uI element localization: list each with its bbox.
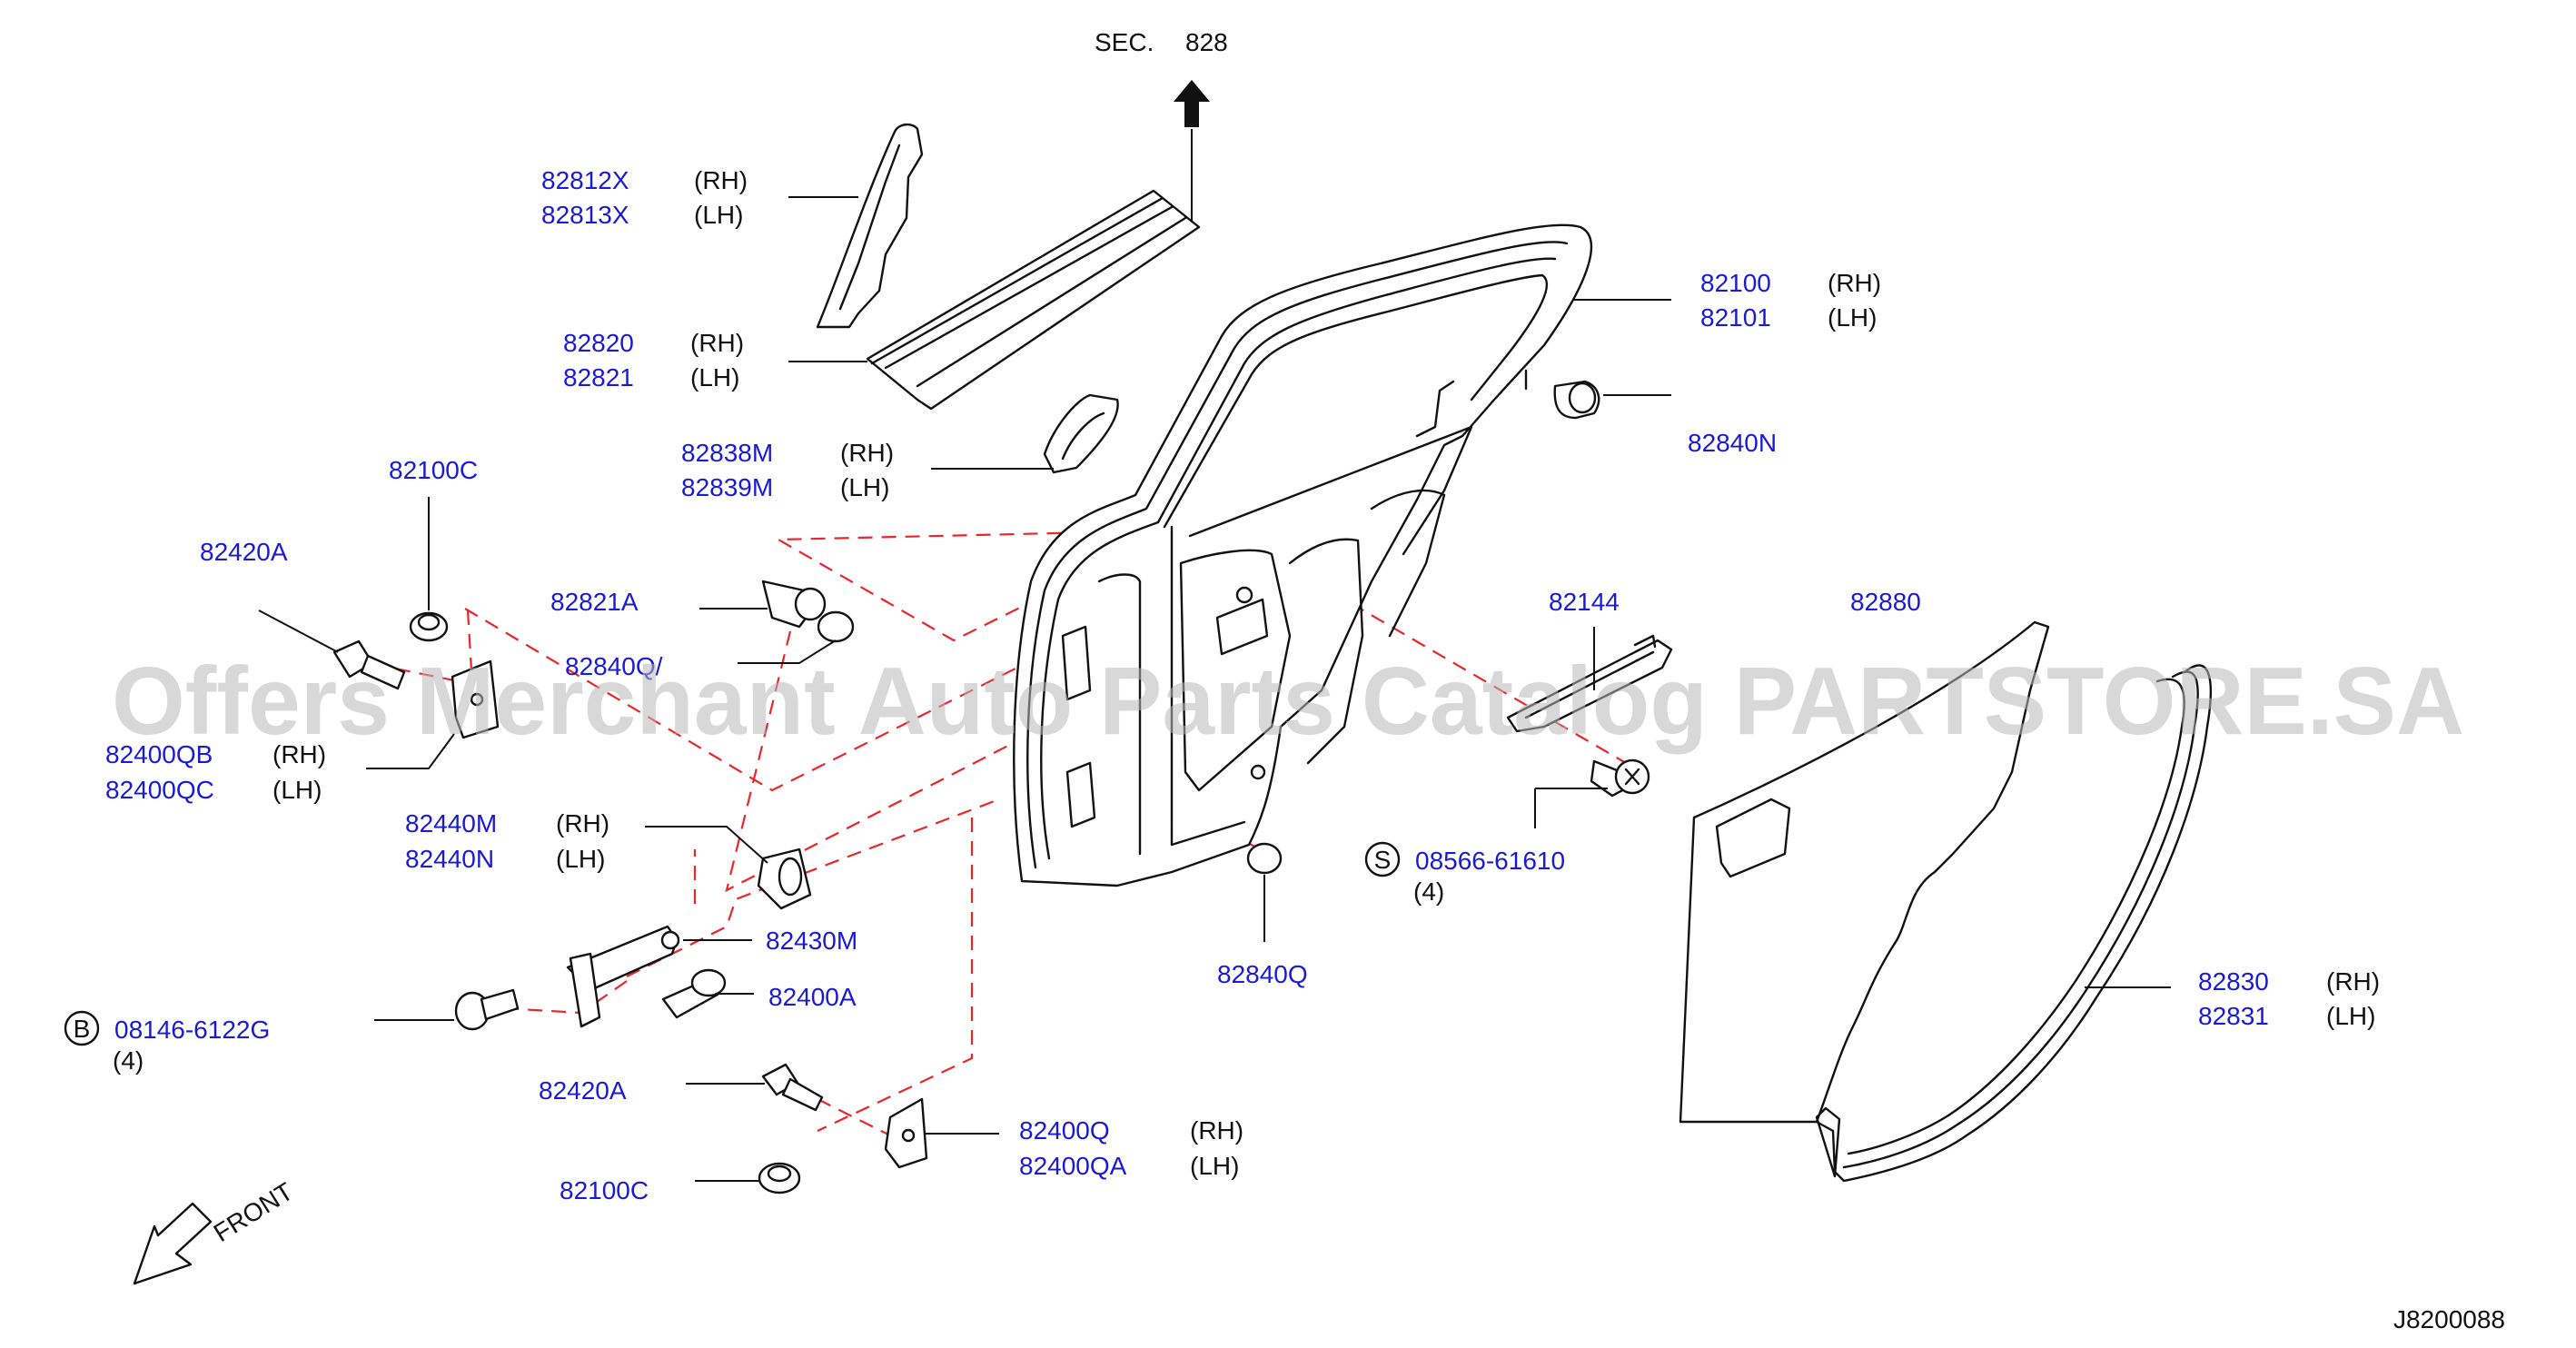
clip-82838m-part[interactable] — [1043, 393, 1119, 474]
bolt-82400a-part[interactable] — [661, 968, 727, 1019]
part-08146[interactable]: 08146-6122G — [114, 1016, 270, 1044]
part-82838m[interactable]: 82838M — [681, 439, 773, 467]
part-82440m[interactable]: 82440M — [405, 809, 497, 838]
channel-82812x-part[interactable] — [816, 123, 924, 329]
part-82430m[interactable]: 82430M — [766, 927, 857, 955]
part-82831[interactable]: 82831 — [2198, 1002, 2269, 1030]
circle-code-s: S — [1364, 841, 1401, 877]
part-82840q-bottom[interactable]: 82840Q — [1217, 960, 1308, 988]
part-82400qa[interactable]: 82400QA — [1019, 1152, 1127, 1180]
leader-lines — [258, 196, 2171, 1182]
part-82400a[interactable]: 82400A — [768, 983, 857, 1011]
clip-82821a-part[interactable] — [761, 580, 827, 629]
diagram-id: J8200088 — [2393, 1305, 2505, 1333]
part-82839m[interactable]: 82839M — [681, 473, 773, 501]
side-82400qc: (LH) — [272, 776, 322, 804]
front-label: FRONT — [209, 1177, 298, 1247]
door-shell-82100-part[interactable] — [1013, 223, 1593, 887]
part-82420a-top[interactable]: 82420A — [200, 538, 288, 566]
nut-82100c-bottom-part[interactable] — [758, 1162, 801, 1194]
part-08566[interactable]: 08566-61610 — [1415, 847, 1565, 875]
side-82812x: (RH) — [694, 166, 748, 194]
seal-screen-82880-part[interactable] — [1679, 620, 2050, 1124]
check-link-82430m-part[interactable] — [566, 925, 680, 1028]
qty-08566: (4) — [1413, 877, 1444, 906]
svg-text:S: S — [1374, 846, 1392, 874]
part-82880[interactable]: 82880 — [1850, 588, 1921, 616]
part-82400qb[interactable]: 82400QB — [105, 740, 213, 768]
part-82820[interactable]: 82820 — [563, 329, 634, 357]
hinge-82400qb-part[interactable] — [451, 659, 500, 739]
part-82813x[interactable]: 82813X — [541, 201, 629, 229]
svg-text:B: B — [74, 1015, 91, 1043]
part-82440n[interactable]: 82440N — [405, 845, 494, 873]
side-82400qa: (LH) — [1190, 1152, 1239, 1180]
hinge-82400q-part[interactable] — [884, 1097, 928, 1169]
part-82101[interactable]: 82101 — [1700, 303, 1771, 332]
side-82400qb: (RH) — [272, 740, 326, 768]
watermark: Offers Merchant Auto Parts Catalog PARTS… — [112, 648, 2464, 755]
side-82440n: (LH) — [556, 845, 605, 873]
part-82400q[interactable]: 82400Q — [1019, 1116, 1110, 1145]
side-82101: (LH) — [1828, 303, 1877, 332]
bolt-82420a-bottom-part[interactable] — [761, 1063, 824, 1112]
part-82840q-top[interactable]: 82840Q/ — [565, 652, 663, 680]
part-82100c-bottom[interactable]: 82100C — [560, 1176, 649, 1204]
circle-code-b: B — [64, 1010, 100, 1046]
sec-number[interactable]: 828 — [1185, 28, 1228, 56]
side-82820: (RH) — [690, 329, 744, 357]
bolt-08146-part[interactable] — [454, 988, 520, 1031]
belt-moulding-82820-part[interactable] — [866, 189, 1201, 411]
nut-82100c-top-part[interactable] — [409, 611, 449, 642]
assembly-dash-lines — [349, 530, 1627, 1145]
plug-82840q-top-part[interactable] — [817, 610, 855, 643]
side-82821: (LH) — [690, 363, 739, 392]
sec-prefix: SEC. — [1095, 28, 1154, 56]
part-82144[interactable]: 82144 — [1549, 588, 1620, 616]
plug-82840q-bottom-part[interactable] — [1246, 842, 1283, 875]
qty-08146: (4) — [113, 1046, 144, 1075]
part-82100c-top[interactable]: 82100C — [389, 456, 478, 484]
side-82400q: (RH) — [1190, 1116, 1243, 1145]
front-arrow: FRONT — [133, 1177, 298, 1285]
side-82100: (RH) — [1828, 269, 1881, 297]
side-82813x: (LH) — [694, 201, 743, 229]
part-82840n[interactable]: 82840N — [1688, 429, 1777, 457]
side-82440m: (RH) — [556, 809, 609, 838]
side-82831: (LH) — [2326, 1002, 2375, 1030]
part-82400qc[interactable]: 82400QC — [105, 776, 214, 804]
side-82839m: (LH) — [840, 473, 889, 501]
screw-08566-part[interactable] — [1590, 758, 1650, 798]
grommet-82840n-part[interactable] — [1524, 369, 1600, 420]
side-82830: (RH) — [2326, 967, 2380, 996]
bolt-82420a-top-part[interactable] — [332, 639, 406, 690]
side-82838m: (RH) — [840, 439, 894, 467]
part-82821a[interactable]: 82821A — [550, 588, 639, 616]
part-82100[interactable]: 82100 — [1700, 269, 1771, 297]
part-82821[interactable]: 82821 — [563, 363, 634, 392]
checker-82440m-part[interactable] — [757, 847, 812, 910]
bracket-82144-part[interactable] — [1506, 634, 1673, 733]
part-82830[interactable]: 82830 — [2198, 967, 2269, 996]
part-labels: 82812X (RH) 82813X (LH) 82820 (RH) 82821… — [105, 166, 2380, 1204]
part-82420a-bottom[interactable]: 82420A — [539, 1076, 627, 1105]
part-82812x[interactable]: 82812X — [541, 166, 629, 194]
